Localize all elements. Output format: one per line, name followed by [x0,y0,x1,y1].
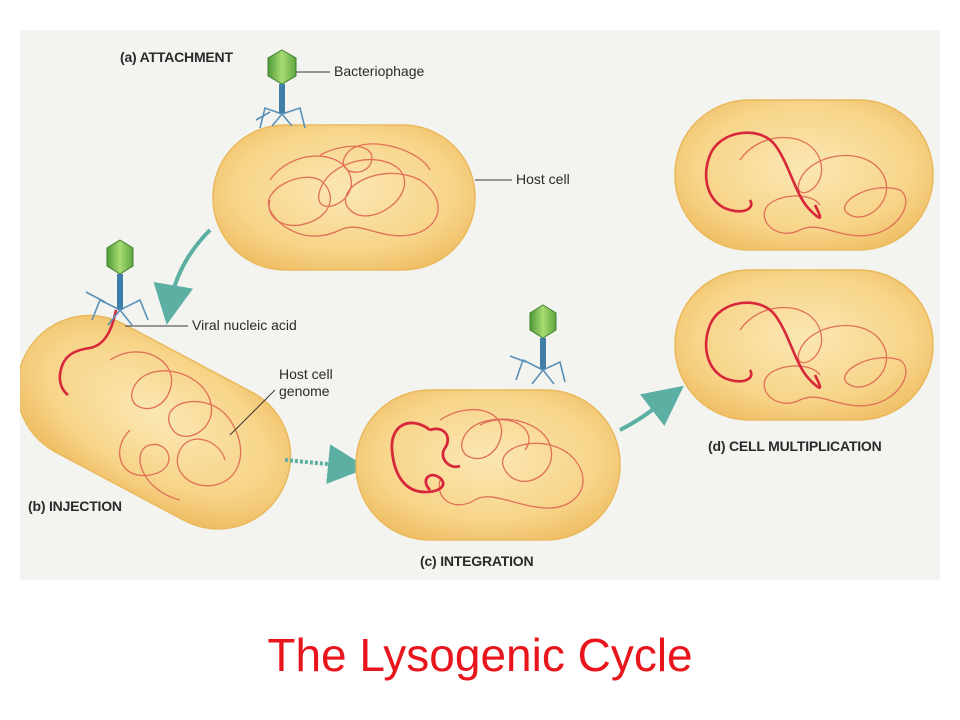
host-cell-a [212,124,476,271]
callout-host-genome-line1: Host cell [279,366,333,382]
bacteriophage-b [85,239,149,326]
host-cell-d1 [674,99,934,251]
stage-label-injection: (b) INJECTION [28,498,122,514]
stage-label-integration: (c) INTEGRATION [420,553,534,569]
lysogenic-cycle-diagram: (a) ATTACHMENT (b) INJECTION (c) INTEGRA… [20,30,940,580]
stage-label-multiplication: (d) CELL MULTIPLICATION [708,438,882,454]
host-cell-d2 [674,269,934,421]
cell-injection [20,314,292,530]
host-dna-c [438,408,584,509]
cell-multiplication-top [674,99,934,251]
host-cell-c [355,389,621,541]
diagram-canvas [20,49,934,541]
cell-attachment [212,124,476,271]
viral-dna-injected [58,309,118,397]
arrow-integration-to-multiplication [619,385,684,432]
arrow-attachment-to-injection [153,228,212,325]
arrow-injection-to-integration [284,444,368,485]
cell-integration [355,389,621,541]
viral-dna-integrated [390,421,461,494]
stage-label-attachment: (a) ATTACHMENT [120,49,233,65]
host-dna-a [267,143,439,237]
callout-bacteriophage: Bacteriophage [334,63,425,79]
cell-multiplication-bottom [674,269,934,421]
callout-host-cell-genome: Host cell genome [279,366,333,400]
bacteriophage-c [509,304,566,385]
bacteriophage-a [255,49,306,129]
host-cell-b [20,314,292,530]
callout-host-genome-line2: genome [279,383,330,399]
page-title: The Lysogenic Cycle [267,629,693,681]
callout-host-cell: Host cell [516,171,570,187]
host-dna-b [109,351,242,501]
callout-viral-nucleic-acid: Viral nucleic acid [192,317,297,333]
